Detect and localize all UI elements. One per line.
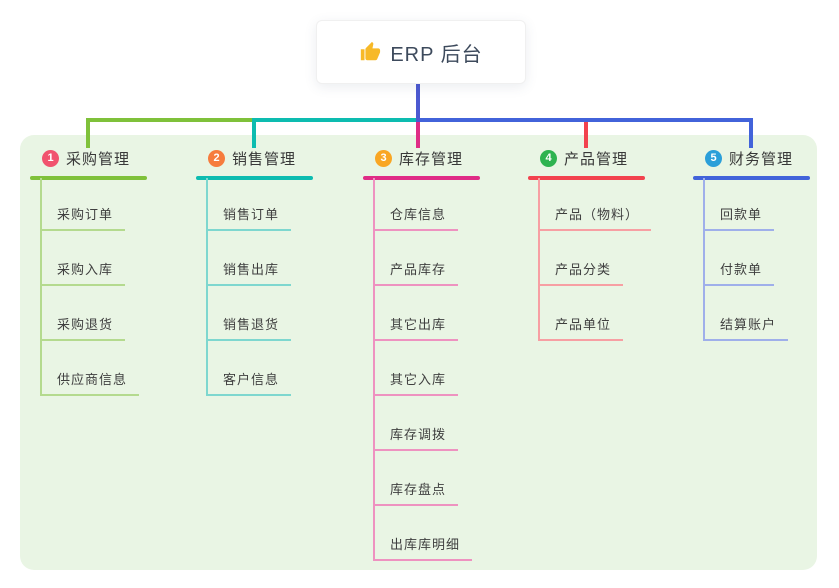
child-node-label: 采购入库 (40, 259, 126, 286)
branch-underline (196, 176, 313, 180)
branch-index-badge: 1 (42, 149, 59, 167)
child-node-label: 销售订单 (206, 204, 292, 231)
child-node-label: 付款单 (703, 259, 775, 286)
child-node-label: 销售退货 (206, 314, 292, 341)
child-node-label: 其它入库 (373, 369, 459, 396)
child-node-label: 结算账户 (703, 314, 789, 341)
branch-children-stem (206, 178, 208, 396)
child-node[interactable]: 产品分类 (538, 237, 624, 286)
branch-children-stem (538, 178, 540, 341)
mindmap-canvas (20, 135, 817, 570)
child-node[interactable]: 付款单 (703, 237, 775, 286)
child-node-label: 库存盘点 (373, 479, 459, 506)
child-node[interactable]: 销售出库 (206, 237, 292, 286)
child-node-label: 采购订单 (40, 204, 126, 231)
branch-index-badge: 5 (705, 149, 722, 167)
connector-drop-branch2 (252, 118, 256, 148)
branch-label: 库存管理 (399, 150, 464, 168)
child-node[interactable]: 销售退货 (206, 292, 292, 341)
child-node[interactable]: 供应商信息 (40, 347, 140, 396)
connector-root-stem (416, 82, 420, 122)
connector-drop-branch5 (749, 118, 753, 148)
child-node[interactable]: 采购退货 (40, 292, 126, 341)
child-node[interactable]: 销售订单 (206, 182, 292, 231)
branch-label: 财务管理 (729, 150, 794, 168)
branch-underline (30, 176, 147, 180)
child-node[interactable]: 其它入库 (373, 347, 459, 396)
child-node[interactable]: 库存盘点 (373, 457, 459, 506)
branch-children-stem (373, 178, 375, 561)
child-node[interactable]: 客户信息 (206, 347, 292, 396)
child-node-label: 库存调拨 (373, 424, 459, 451)
root-node[interactable]: ERP 后台 (316, 20, 526, 84)
branch-node-5[interactable]: 5 财务管理 (693, 146, 793, 170)
branch-label: 采购管理 (66, 150, 131, 168)
branch-node-2[interactable]: 2 销售管理 (196, 146, 296, 170)
child-node[interactable]: 产品库存 (373, 237, 459, 286)
child-node[interactable]: 产品单位 (538, 292, 624, 341)
branch-children-stem (703, 178, 705, 341)
child-node-label: 产品单位 (538, 314, 624, 341)
connector-rail-green (86, 118, 254, 122)
child-node-label: 仓库信息 (373, 204, 459, 231)
branch-underline (363, 176, 480, 180)
child-node-label: 其它出库 (373, 314, 459, 341)
child-node[interactable]: 采购订单 (40, 182, 126, 231)
branch-index-badge: 2 (208, 149, 225, 167)
branch-label: 产品管理 (564, 150, 629, 168)
thumbs-up-icon (359, 41, 381, 63)
connector-drop-branch4 (584, 122, 588, 148)
child-node-label: 产品库存 (373, 259, 459, 286)
child-node[interactable]: 其它出库 (373, 292, 459, 341)
child-node[interactable]: 仓库信息 (373, 182, 459, 231)
child-node-label: 采购退货 (40, 314, 126, 341)
child-node[interactable]: 产品（物料） (538, 182, 652, 231)
connector-drop-branch1 (86, 118, 90, 148)
connector-rail-teal (252, 118, 418, 122)
root-node-title: ERP 后台 (390, 43, 483, 66)
branch-node-3[interactable]: 3 库存管理 (363, 146, 463, 170)
branch-index-badge: 4 (540, 149, 557, 167)
child-node-label: 供应商信息 (40, 369, 140, 396)
branch-node-1[interactable]: 1 采购管理 (30, 146, 130, 170)
child-node-label: 产品（物料） (538, 204, 652, 231)
branch-children-stem (40, 178, 42, 396)
branch-underline (693, 176, 810, 180)
child-node[interactable]: 回款单 (703, 182, 775, 231)
connector-drop-branch3 (416, 122, 420, 148)
branch-label: 销售管理 (232, 150, 297, 168)
branch-underline (528, 176, 645, 180)
connector-rail-blue (416, 118, 753, 122)
branch-node-4[interactable]: 4 产品管理 (528, 146, 628, 170)
child-node[interactable]: 库存调拨 (373, 402, 459, 451)
child-node-label: 客户信息 (206, 369, 292, 396)
child-node[interactable]: 采购入库 (40, 237, 126, 286)
child-node-label: 销售出库 (206, 259, 292, 286)
child-node-label: 产品分类 (538, 259, 624, 286)
child-node-label: 出库库明细 (373, 534, 473, 561)
child-node-label: 回款单 (703, 204, 775, 231)
branch-index-badge: 3 (375, 149, 392, 167)
child-node[interactable]: 结算账户 (703, 292, 789, 341)
child-node[interactable]: 出库库明细 (373, 512, 473, 561)
